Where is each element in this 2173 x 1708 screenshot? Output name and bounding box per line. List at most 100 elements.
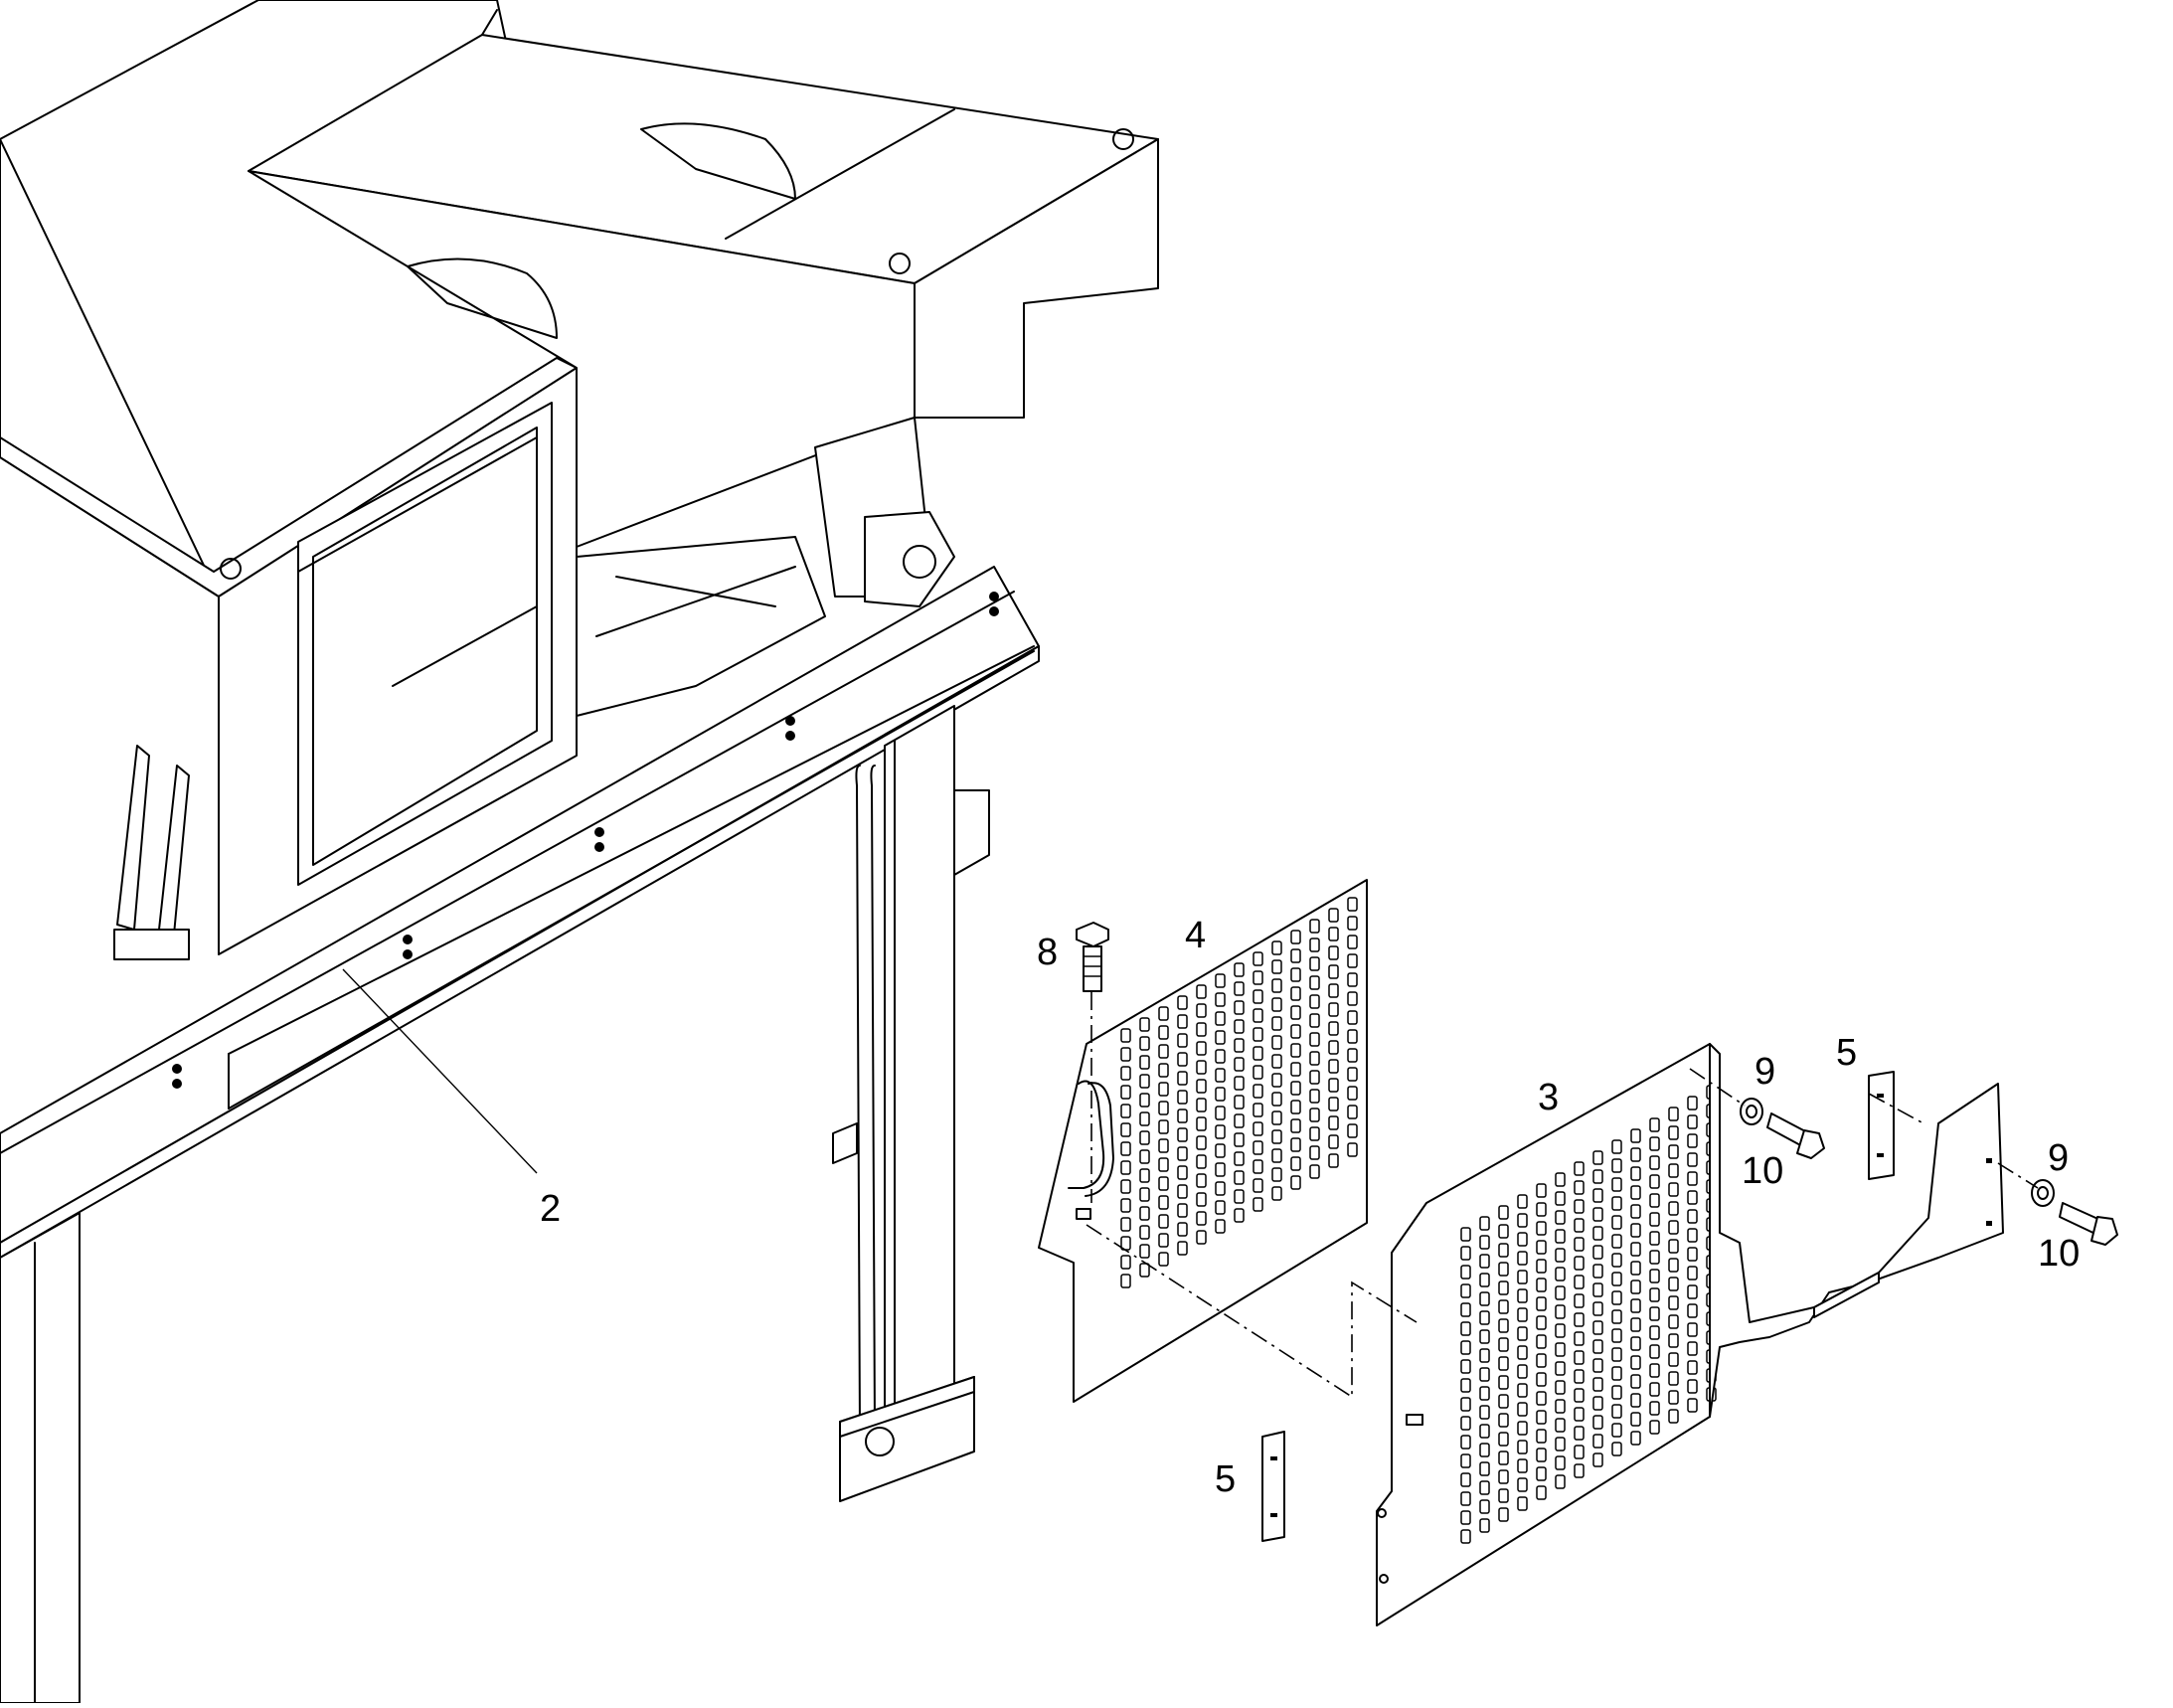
- perforation-slot: [1460, 1529, 1471, 1544]
- perforation-slot: [1215, 1068, 1226, 1083]
- perforation-slot: [1668, 1371, 1679, 1386]
- perforation-slot: [1347, 1010, 1358, 1025]
- perforation-slot: [1158, 1138, 1169, 1153]
- perforation-slot: [1139, 1244, 1150, 1259]
- perforation-slot: [1120, 1104, 1131, 1118]
- perforation-slot: [1611, 1177, 1622, 1192]
- perforation-slot: [1309, 994, 1320, 1009]
- perforation-slot: [1498, 1337, 1509, 1352]
- perforation-slot: [1498, 1469, 1509, 1484]
- perforation-slot: [1347, 972, 1358, 987]
- perforation-slot: [1253, 1103, 1263, 1117]
- perforation-slot: [1234, 1076, 1245, 1091]
- perforation-slot: [1592, 1320, 1603, 1335]
- perforation-slot: [1271, 1054, 1282, 1069]
- perforation-slot: [1460, 1359, 1471, 1374]
- perforation-slot: [1290, 1137, 1301, 1152]
- perforation-slot: [1668, 1277, 1679, 1291]
- perforation-slot: [1271, 1110, 1282, 1125]
- perforation-slot: [1498, 1356, 1509, 1371]
- perforation-slot: [1555, 1248, 1566, 1263]
- perforated-panel-4: [1038, 879, 1368, 1403]
- perforation-slot: [1498, 1224, 1509, 1239]
- perforation-slot: [1120, 1255, 1131, 1270]
- perforation-slot: [1139, 1036, 1150, 1051]
- perforation-slot: [1555, 1210, 1566, 1225]
- perforation-slot: [1668, 1220, 1679, 1235]
- perforation-slot: [1536, 1429, 1547, 1444]
- perforation-slot: [1234, 1057, 1245, 1072]
- perforation-slot: [1555, 1437, 1566, 1452]
- perforation-slot: [1498, 1394, 1509, 1409]
- perforation-slot: [1574, 1275, 1585, 1289]
- perforation-slot: [1630, 1393, 1641, 1408]
- perforation-slot: [1309, 1089, 1320, 1104]
- perforation-slot: [1668, 1333, 1679, 1348]
- callout-10-left: 10: [1742, 1150, 1783, 1192]
- perforation-slot: [1290, 1081, 1301, 1096]
- perforation-slot: [1668, 1352, 1679, 1367]
- callout-9-left: 9: [1755, 1051, 1775, 1093]
- bolt-8: [1076, 922, 1109, 992]
- perforation-slot: [1347, 1142, 1358, 1157]
- perforation-slot: [1460, 1416, 1471, 1431]
- perforation-slot: [1234, 1151, 1245, 1166]
- perforation-slot: [1592, 1207, 1603, 1222]
- perforation-slot: [1479, 1386, 1490, 1401]
- perforation-slot: [1536, 1278, 1547, 1292]
- perforation-slot: [1630, 1317, 1641, 1332]
- perforation-slot: [1611, 1385, 1622, 1400]
- perforation-slot: [1649, 1325, 1660, 1340]
- perforation-slot: [1498, 1243, 1509, 1258]
- perforation-slot: [1555, 1304, 1566, 1319]
- perforation-slot: [1611, 1442, 1622, 1456]
- perforation-slot: [1215, 1143, 1226, 1158]
- perforation-slot: [1215, 1200, 1226, 1215]
- perforation-slot: [1177, 1203, 1188, 1218]
- perforation-slot: [1120, 1066, 1131, 1081]
- perforation-slot: [1479, 1310, 1490, 1325]
- perforation-slot: [1347, 1048, 1358, 1063]
- perforation-slot: [1328, 945, 1339, 960]
- perforation-slot: [1687, 1322, 1698, 1337]
- perforation-slot: [1177, 1184, 1188, 1199]
- perforation-slot: [1498, 1262, 1509, 1277]
- perforation-slot: [1158, 1101, 1169, 1115]
- perforation-slot: [1649, 1363, 1660, 1378]
- perforation-slot: [1196, 1003, 1207, 1018]
- perforation-slot: [1668, 1144, 1679, 1159]
- perforation-slot: [1687, 1247, 1698, 1262]
- perforation-slot: [1479, 1235, 1490, 1250]
- perforation-slot: [1517, 1421, 1528, 1436]
- perforation-slot: [1517, 1402, 1528, 1417]
- perforation-slot: [1498, 1375, 1509, 1390]
- perforation-slot: [1196, 1098, 1207, 1112]
- perforation-slot: [1611, 1404, 1622, 1419]
- perforation-slot: [1120, 1274, 1131, 1288]
- perforation-slot: [1574, 1237, 1585, 1252]
- perforation-slot: [1630, 1336, 1641, 1351]
- perforated-panel-3: [1376, 1043, 2004, 1626]
- perforation-slot: [1498, 1299, 1509, 1314]
- perforation-slot: [1253, 1178, 1263, 1193]
- perforation-slot: [1234, 1095, 1245, 1110]
- perforation-slot: [1498, 1413, 1509, 1428]
- perforation-slot: [1271, 1073, 1282, 1088]
- perforation-slot: [1517, 1194, 1528, 1209]
- clip-5-lower: [1261, 1431, 1285, 1542]
- perforation-slot: [1479, 1329, 1490, 1344]
- perforation-slot: [1196, 1060, 1207, 1075]
- perforation-slot: [1309, 1164, 1320, 1179]
- perforation-slot: [1139, 1130, 1150, 1145]
- perforation-slot: [1687, 1379, 1698, 1394]
- perforation-slot: [1630, 1242, 1641, 1257]
- perforation-slot: [1574, 1312, 1585, 1327]
- perforation-slot: [1592, 1377, 1603, 1392]
- perforation-slot: [1498, 1205, 1509, 1220]
- perforation-slot: [1536, 1391, 1547, 1406]
- perforation-slot: [1592, 1188, 1603, 1203]
- bolt-10-left: [1766, 1112, 1825, 1159]
- perforation-slot: [1309, 1051, 1320, 1066]
- perforation-slot: [1592, 1415, 1603, 1430]
- perforation-slot: [1517, 1383, 1528, 1398]
